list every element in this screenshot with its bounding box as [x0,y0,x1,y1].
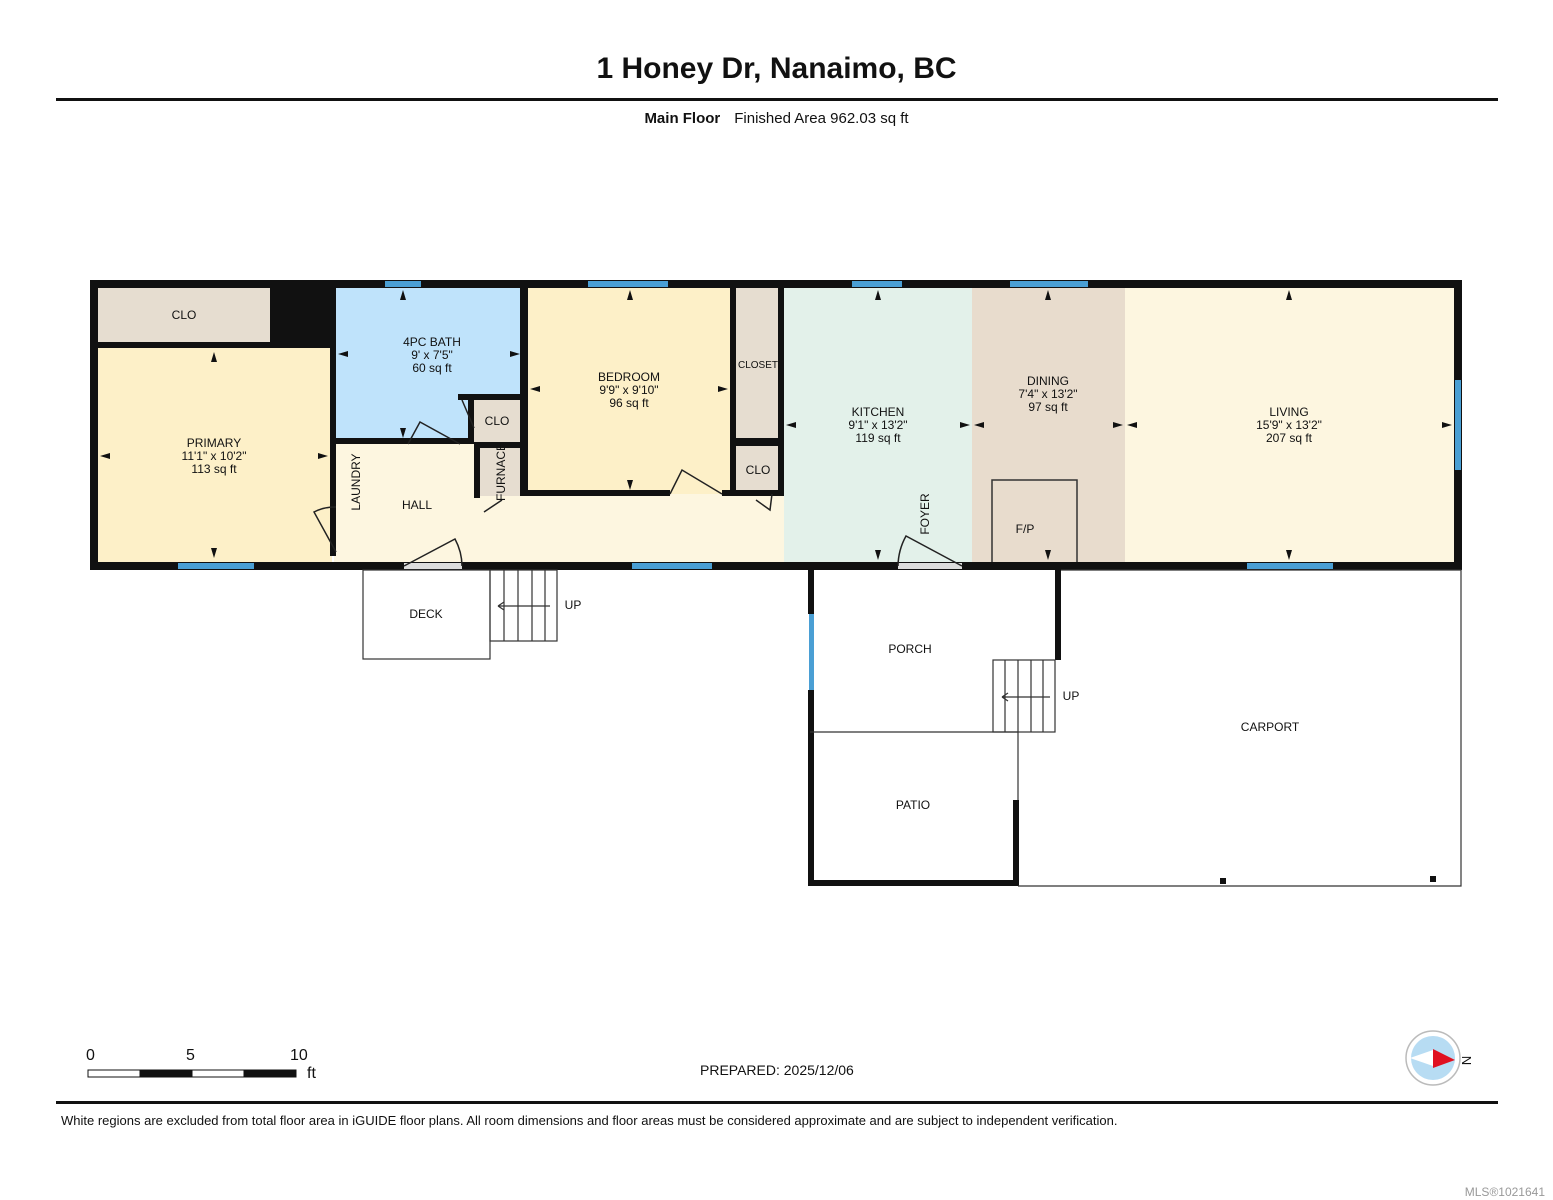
foyer-label: FOYER [918,493,932,535]
window [385,281,421,287]
patio-label: PATIO [895,798,931,812]
doors [312,399,963,569]
primary-closet-label: CLO [171,308,197,322]
dining-room [972,286,1125,564]
disclaimer: White regions are excluded from total fl… [61,1113,1118,1128]
carport [1018,569,1462,887]
deck-up-label: UP [564,598,582,612]
fireplace-label: F/P [1015,522,1035,536]
bedroom-closet [736,286,782,440]
bedroom-closet-label: CLOSET [737,360,779,371]
bedroom-room [526,286,732,494]
window [178,563,254,569]
primary-room [96,346,332,564]
window [632,563,712,569]
floor-summary: Main Floor Finished Area 962.03 sq ft [0,110,1553,127]
windows [178,281,1461,690]
porch-label: PORCH [888,642,932,656]
laundry-label: LAUNDRY [349,453,363,511]
deck-stairs [489,569,558,642]
prepared-date: PREPARED: 2025/12/06 [700,1062,854,1078]
compass-icon [1405,1030,1461,1086]
mls-number: MLS®1021641 [1464,1185,1545,1199]
scale-tick-5: 5 [186,1047,195,1064]
window [809,614,814,690]
window [852,281,902,287]
scale-bar [87,1069,297,1078]
floor-area: Finished Area 962.03 sq ft [734,110,909,127]
hall-closet-label: CLO [745,463,771,477]
wall-block [270,286,334,348]
footer-divider [56,1101,1498,1104]
window [1010,281,1088,287]
hall-label: HALL [401,498,433,512]
living-room [1125,286,1457,564]
floor-name: Main Floor [644,110,721,127]
furnace-room [478,446,524,496]
primary-closet [96,286,272,344]
carport-label: CARPORT [1240,720,1300,734]
furnace-label: FURNACE [494,442,508,502]
title-divider [56,98,1498,101]
window [588,281,668,287]
scale-tick-10: 10 [290,1047,308,1064]
bath-closet-label: CLO [484,414,510,428]
compass-north-label: N [1459,1055,1475,1066]
scale-unit: ft [307,1065,316,1082]
porch-up-label: UP [1062,689,1080,703]
deck-label: DECK [409,607,443,621]
window [1455,380,1461,470]
window [1247,563,1333,569]
page-title: 1 Honey Dr, Nanaimo, BC [596,52,957,85]
porch-stairs [992,659,1056,733]
hall-closet [736,446,782,494]
bath-closet [472,400,524,442]
kitchen-room [784,286,972,564]
scale-tick-0: 0 [86,1047,95,1064]
